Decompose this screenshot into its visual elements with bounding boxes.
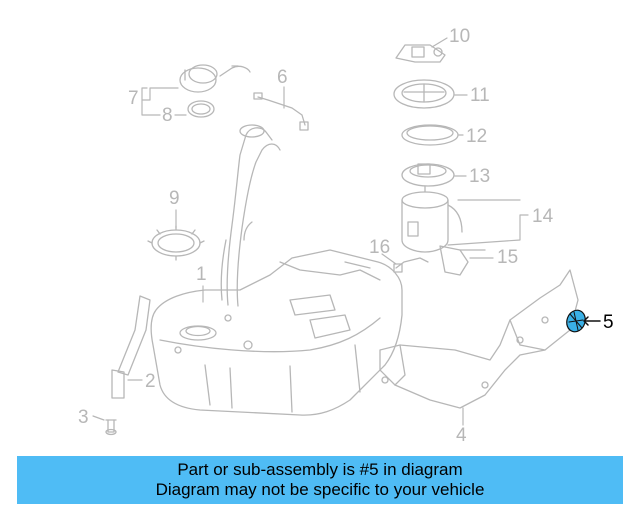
- callout-4[interactable]: 4: [456, 425, 467, 446]
- pump-bracket: [439, 245, 486, 276]
- fuel-cap-seal: [187, 100, 215, 118]
- callout-9[interactable]: 9: [169, 188, 180, 209]
- pump-cover-bracket: [395, 44, 446, 63]
- banner-line-1: Part or sub-assembly is #5 in diagram: [177, 460, 463, 479]
- pump-flange: [401, 163, 455, 187]
- callout-2[interactable]: 2: [145, 371, 156, 392]
- callout-7[interactable]: 7: [128, 88, 139, 109]
- callout-15[interactable]: 15: [497, 247, 519, 268]
- callout-8[interactable]: 8: [162, 105, 173, 126]
- callout-10[interactable]: 10: [449, 26, 471, 47]
- banner-line-2: Diagram may not be specific to your vehi…: [155, 480, 485, 499]
- filler-neck: [220, 124, 281, 307]
- fuel-system-diagram: [92, 37, 601, 436]
- heat-shield: [379, 269, 579, 409]
- callout-5[interactable]: 5: [603, 312, 614, 333]
- tank-strap: [111, 295, 151, 399]
- fuel-pump-module: [401, 185, 463, 253]
- callout-1[interactable]: 1: [196, 264, 207, 285]
- callout-3[interactable]: 3: [78, 407, 89, 428]
- fuel-tank: [150, 249, 403, 416]
- part-info-banner: Part or sub-assembly is #5 in diagram Di…: [17, 456, 623, 504]
- tank-bolt: [105, 419, 117, 436]
- pump-seal-ring: [401, 124, 459, 146]
- callout-6[interactable]: 6: [277, 67, 288, 88]
- highlighted-part-5[interactable]: [564, 308, 601, 335]
- sensor-wire: [253, 92, 309, 131]
- leader-lines: [92, 37, 529, 426]
- callout-12[interactable]: 12: [466, 126, 488, 147]
- fuel-cap: [179, 64, 251, 93]
- callout-11[interactable]: 11: [470, 85, 490, 106]
- lock-ring: [147, 225, 205, 261]
- callout-14[interactable]: 14: [532, 206, 554, 227]
- callout-13[interactable]: 13: [469, 166, 491, 187]
- callout-16[interactable]: 16: [369, 237, 391, 258]
- pump-cover-lid: [393, 79, 455, 109]
- fuel-line-connector: [393, 257, 429, 273]
